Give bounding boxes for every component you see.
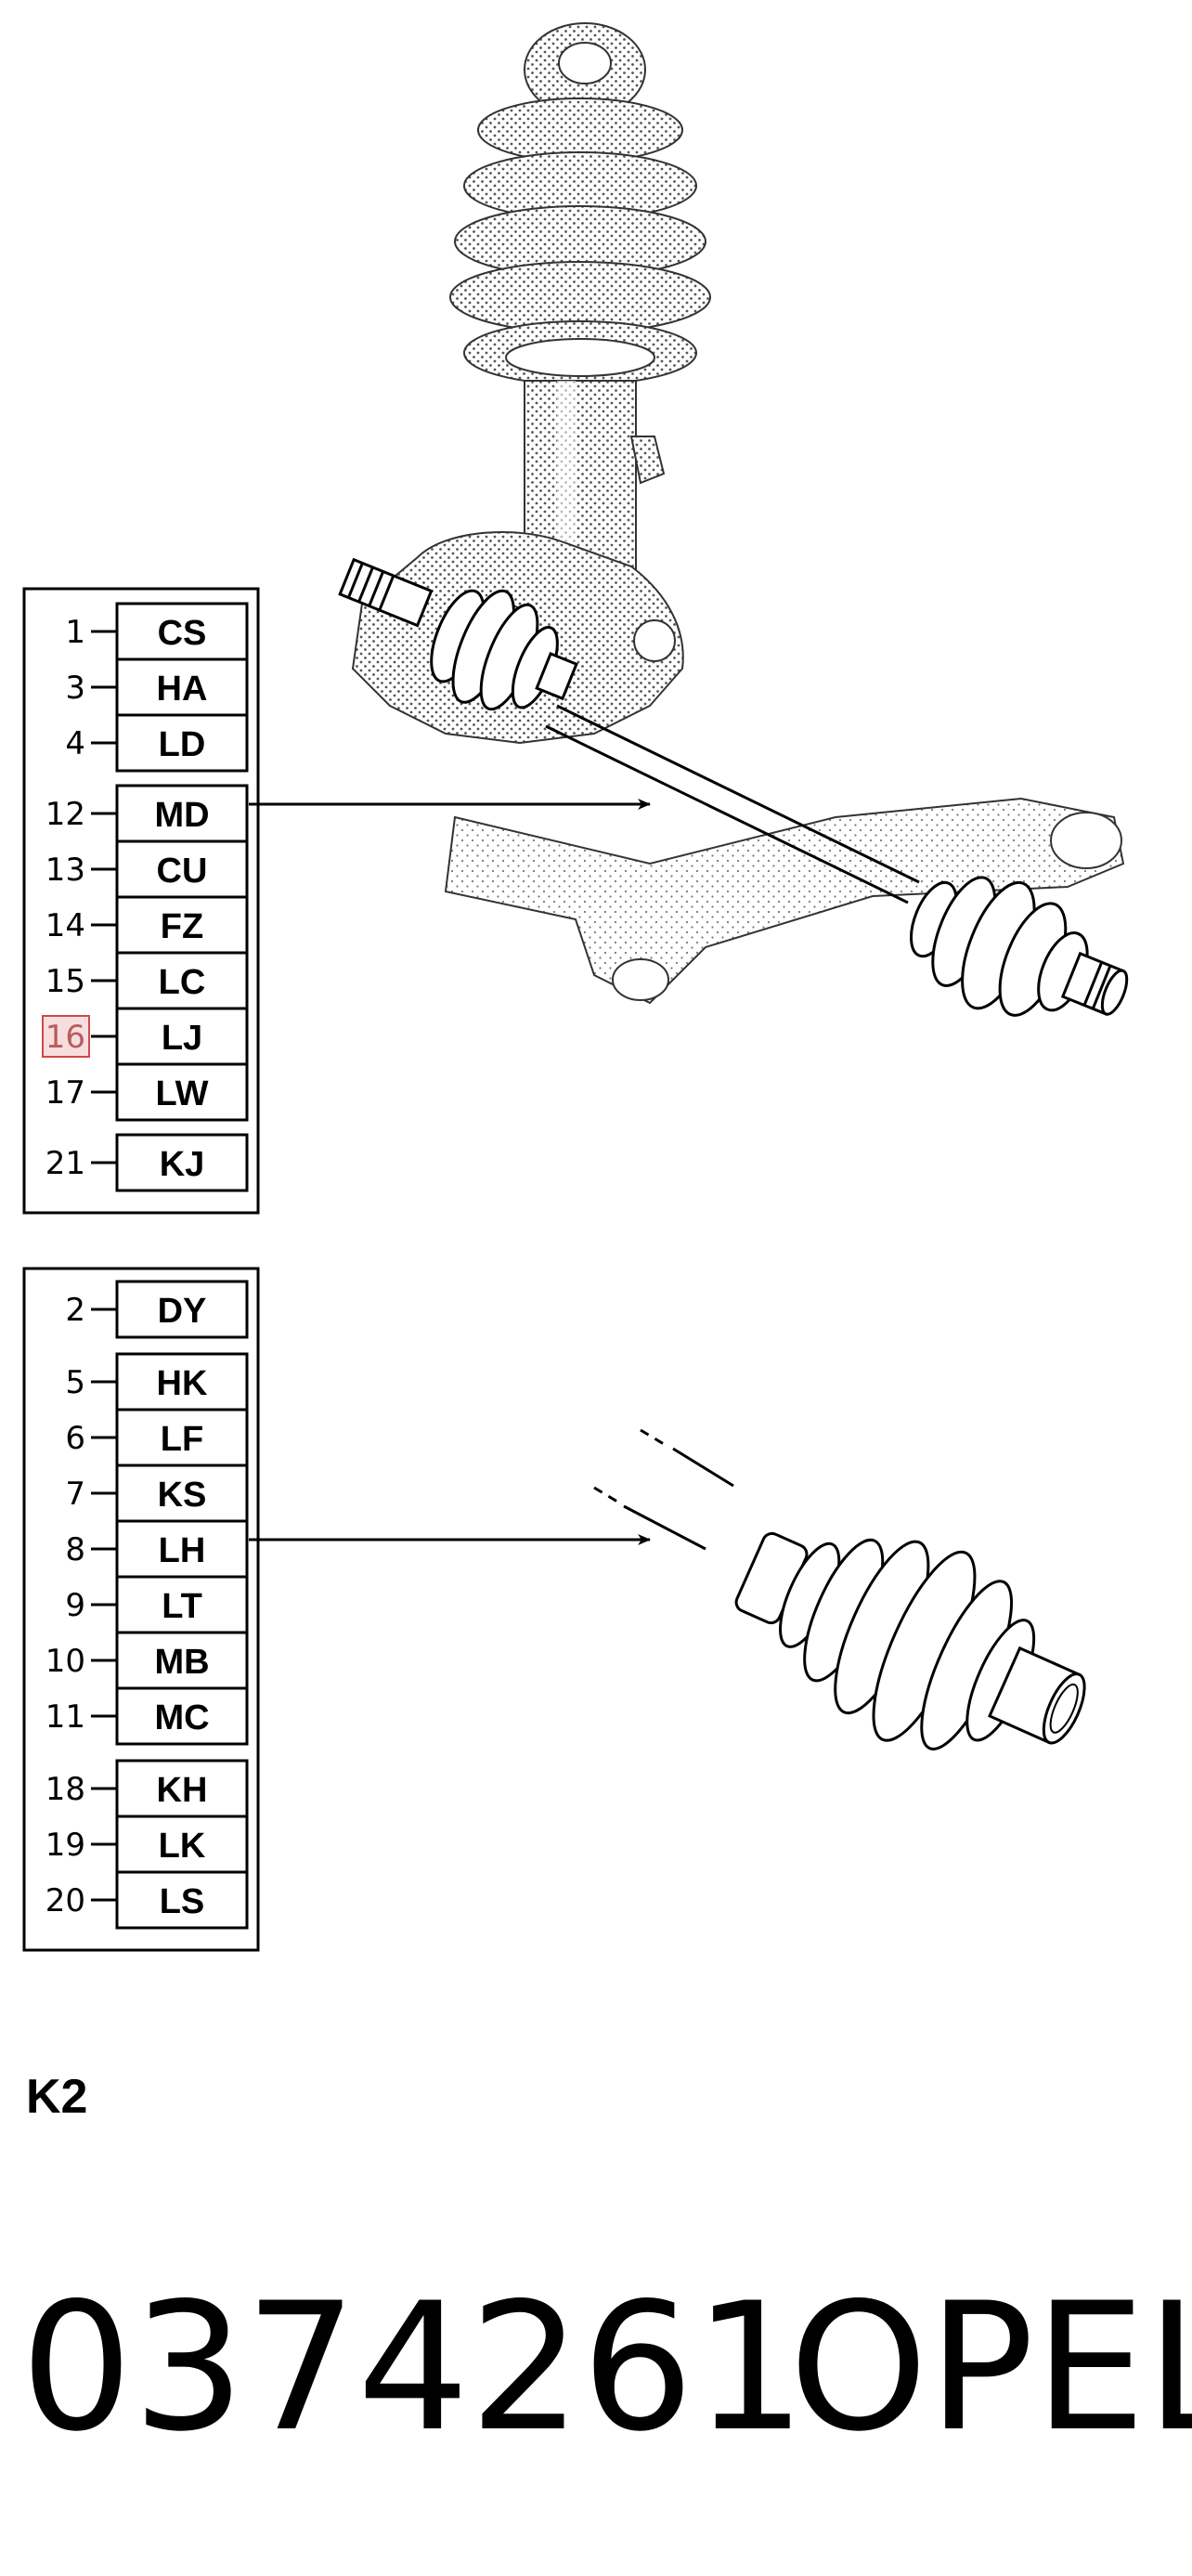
callout-number: 7 xyxy=(65,1476,85,1513)
part-code: FZ xyxy=(161,907,203,946)
lower-callout-panel: 2 DY 5 HK 6 LF 7 KS 8 LH 9 LT 10 MB 11 MC 18 KH 19 LK 20 LS xyxy=(22,1267,651,1952)
code-box xyxy=(115,1870,249,1930)
callout-row: 8 LH xyxy=(65,1519,249,1579)
callout-row: 21 KJ xyxy=(45,1133,249,1192)
callout-number: 3 xyxy=(65,670,85,707)
callout-number: 12 xyxy=(45,796,85,833)
callout-number: 6 xyxy=(65,1420,85,1457)
code-box xyxy=(115,1133,249,1192)
callout-number: 14 xyxy=(45,907,85,944)
part-code: HA xyxy=(157,670,208,709)
callout-row: 12 MD xyxy=(45,784,249,843)
callout-number: 19 xyxy=(45,1827,85,1864)
code-box xyxy=(115,1408,249,1467)
callout-number: 2 xyxy=(65,1292,85,1329)
callout-number: 5 xyxy=(65,1364,85,1401)
code-box xyxy=(115,1519,249,1579)
callout-number: 20 xyxy=(45,1882,85,1919)
callout-number: 8 xyxy=(65,1531,85,1568)
callout-number: 15 xyxy=(45,963,85,1000)
part-code: LT xyxy=(162,1587,202,1626)
part-code: DY xyxy=(158,1292,207,1331)
callout-row: 17 LW xyxy=(45,1062,249,1122)
part-code: KS xyxy=(158,1476,207,1515)
callout-row: 1 CS xyxy=(65,602,249,661)
upper-callout-panel: 1 CS 3 HA 4 LD 12 MD 13 CU 14 FZ 15 LC 16 LJ 17 LW 21 KJ xyxy=(22,587,651,1215)
part-code: CU xyxy=(157,852,208,891)
part-code: LF xyxy=(161,1420,203,1459)
part-code: LC xyxy=(159,963,206,1002)
callout-row: 6 LF xyxy=(65,1408,249,1467)
callout-number: 4 xyxy=(65,725,85,762)
part-code: CS xyxy=(158,614,207,653)
callout-row: 5 HK xyxy=(65,1352,249,1412)
part-code: LK xyxy=(159,1827,206,1866)
section-label: K2 xyxy=(26,2070,88,2124)
callout-row: 11 MC xyxy=(45,1686,249,1746)
callout-number: 11 xyxy=(45,1698,85,1736)
cv-joint-detail-illustration xyxy=(593,1428,1086,1750)
part-code: LJ xyxy=(162,1019,202,1058)
code-box xyxy=(115,1280,249,1339)
callout-number: 9 xyxy=(65,1587,85,1624)
callout-row: 18 KH xyxy=(45,1759,249,1818)
callout-row: 20 LS xyxy=(45,1870,249,1930)
strut-assembly-illustration xyxy=(351,22,1125,1005)
part-code: MC xyxy=(154,1698,209,1737)
highlight-marker xyxy=(42,1015,90,1058)
callout-number: 16 xyxy=(45,1019,85,1056)
callout-number: 10 xyxy=(45,1643,85,1680)
brand-name: OPEL xyxy=(789,2265,1192,2470)
part-code: KH xyxy=(157,1771,208,1810)
callout-row: 9 LT xyxy=(65,1575,249,1634)
part-code: HK xyxy=(157,1364,208,1403)
callout-row: 13 CU xyxy=(45,839,249,899)
drive-shaft-illustration xyxy=(338,557,1129,1017)
callout-row: 2 DY xyxy=(65,1280,249,1339)
part-number: 0374261 xyxy=(20,2265,807,2470)
callout-number: 21 xyxy=(45,1145,85,1182)
callout-number: 13 xyxy=(45,852,85,889)
callout-row: 15 LC xyxy=(45,951,249,1010)
part-code: MD xyxy=(154,796,209,835)
callout-row: 4 LD xyxy=(65,713,249,773)
part-code: MB xyxy=(154,1643,209,1682)
callout-row: 16 LJ xyxy=(42,1007,249,1066)
code-box xyxy=(115,1464,249,1523)
callout-row: 19 LK xyxy=(45,1815,249,1874)
callout-number: 17 xyxy=(45,1074,85,1112)
callout-number: 1 xyxy=(65,614,85,651)
code-box xyxy=(115,1007,249,1066)
part-code: LS xyxy=(160,1882,205,1921)
code-box xyxy=(115,1759,249,1818)
part-code: LD xyxy=(159,725,206,764)
part-code: KJ xyxy=(160,1145,205,1184)
callout-row: 10 MB xyxy=(45,1631,249,1690)
part-code: LW xyxy=(156,1074,209,1113)
part-code: LH xyxy=(159,1531,206,1570)
callout-row: 7 KS xyxy=(65,1464,249,1523)
callout-number: 18 xyxy=(45,1771,85,1808)
callout-row: 3 HA xyxy=(65,657,249,717)
code-box xyxy=(115,1815,249,1874)
